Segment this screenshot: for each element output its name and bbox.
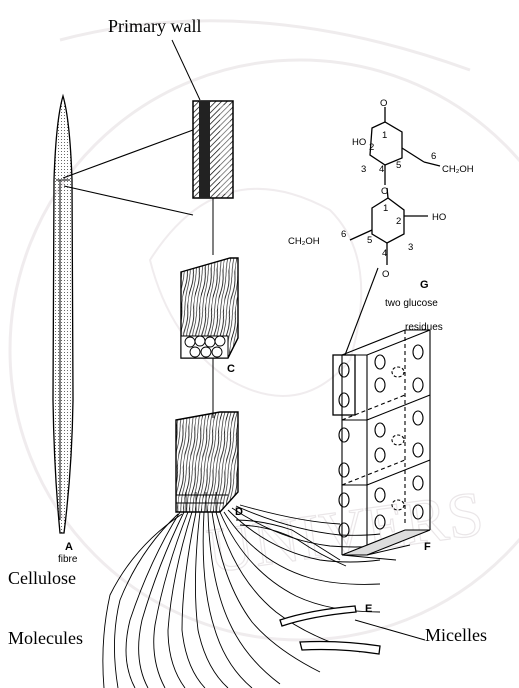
caption-residues: residues <box>405 322 443 333</box>
label-cellulose: Cellulose <box>8 568 76 588</box>
fibre-caption: fibre <box>58 554 78 565</box>
letter-a: A <box>65 541 73 553</box>
chem-o-bottom: O <box>382 269 389 280</box>
chem-2a: 2 <box>369 142 374 153</box>
chem-1b: 1 <box>383 203 388 214</box>
label-primary-wall: Primary wall <box>108 16 201 36</box>
letter-g: G <box>420 279 429 291</box>
chem-1a: 1 <box>382 130 387 141</box>
chem-5a: 5 <box>396 160 401 171</box>
letter-c: C <box>227 363 235 375</box>
chem-o-top: O <box>380 98 387 109</box>
chem-ch2oh-lower: CH₂OH <box>288 236 320 247</box>
glucose-labels: O 1 HO 2 3 4 5 6 CH₂OH O 1 2 HO 6 CH₂OH … <box>288 98 474 333</box>
chem-4b: 4 <box>382 248 387 259</box>
watermark-text: UNIVERS <box>203 477 488 586</box>
chem-2b: 2 <box>396 216 401 227</box>
chem-ch2oh-upper: CH₂OH <box>442 164 474 175</box>
chem-4a: 4 <box>379 164 384 175</box>
chem-o-mid: O <box>381 186 388 197</box>
chem-6a: 6 <box>431 151 436 162</box>
label-micelles: Micelles <box>425 625 487 645</box>
primary-wall-block <box>172 40 233 255</box>
chem-6b: 6 <box>341 229 346 240</box>
chem-5b: 5 <box>367 235 372 246</box>
chem-ho-upper: HO <box>352 137 366 148</box>
macrofibril-c: C <box>181 258 238 418</box>
microfibril-d: D <box>176 412 243 518</box>
chem-3b: 3 <box>408 242 413 253</box>
label-molecules: Molecules <box>8 628 83 648</box>
letter-e: E <box>365 603 372 615</box>
glucose-g <box>350 107 440 265</box>
chem-3a: 3 <box>361 164 366 175</box>
caption-two-glucose: two glucose <box>385 298 438 309</box>
chem-ho-lower: HO <box>432 212 446 223</box>
letter-f: F <box>424 541 431 553</box>
